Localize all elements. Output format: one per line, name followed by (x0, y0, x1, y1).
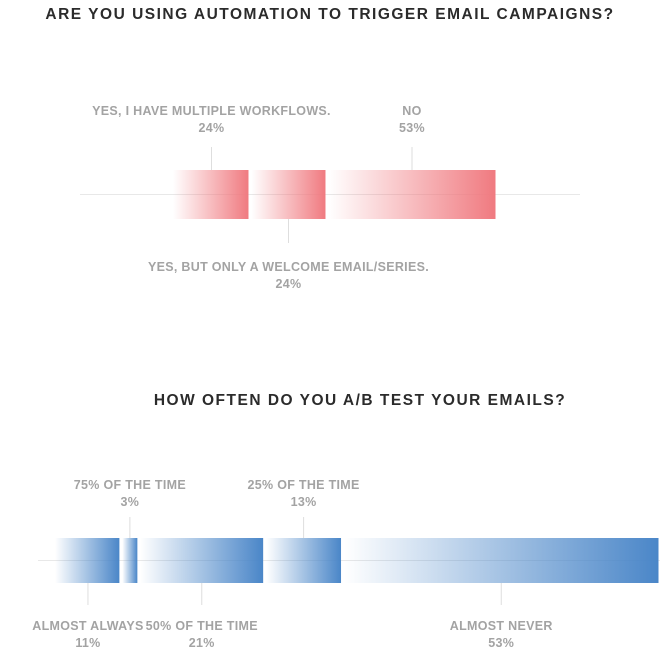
chart-2-category-label-4: ALMOST NEVER (450, 619, 553, 633)
chart-2-bar-0 (55, 538, 120, 583)
chart-1-value-label-0: 24% (199, 121, 225, 135)
chart-1-category-label-1: YES, BUT ONLY A WELCOME EMAIL/SERIES. (148, 260, 429, 274)
chart-2-value-label-2: 21% (189, 636, 215, 650)
chart-1-category-label-2: NO (402, 104, 421, 118)
chart-2-value-label-4: 53% (488, 636, 514, 650)
chart-1-title: ARE YOU USING AUTOMATION TO TRIGGER EMAI… (45, 6, 615, 23)
chart-1-value-label-1: 24% (276, 277, 302, 291)
chart-2-title: HOW OFTEN DO YOU A/B TEST YOUR EMAILS? (153, 392, 567, 409)
chart-1-value-label-2: 53% (399, 121, 425, 135)
chart-1-bar-0 (173, 170, 249, 219)
chart-2-category-label-2: 50% OF THE TIME (146, 619, 258, 633)
chart-1: YES, I HAVE MULTIPLE WORKFLOWS. 24% YES, B… (80, 104, 580, 291)
chart-2-value-label-0: 11% (75, 636, 100, 650)
chart-1-bar-2 (328, 170, 496, 219)
chart-2-bar-2 (140, 538, 264, 583)
chart-2-category-label-1: 75% OF THE TIME (74, 478, 186, 492)
chart-2: ALMOST ALWAYS 11% 75% OF THE TIME 3% 50% OF … (32, 478, 660, 650)
chart-2-bar-1 (122, 538, 138, 583)
chart-1-category-label-0: YES, I HAVE MULTIPLE WORKFLOWS. (92, 104, 331, 118)
chart-2-category-label-3: 25% OF THE TIME (248, 478, 360, 492)
chart-2-category-label-0: ALMOST ALWAYS (32, 619, 143, 633)
chart-2-value-label-1: 3% (121, 495, 140, 509)
chart-2-bar-3 (266, 538, 342, 583)
chart-2-value-label-3: 13% (291, 495, 317, 509)
chart-2-bar-4 (344, 538, 659, 583)
chart-1-bar-1 (251, 170, 326, 219)
